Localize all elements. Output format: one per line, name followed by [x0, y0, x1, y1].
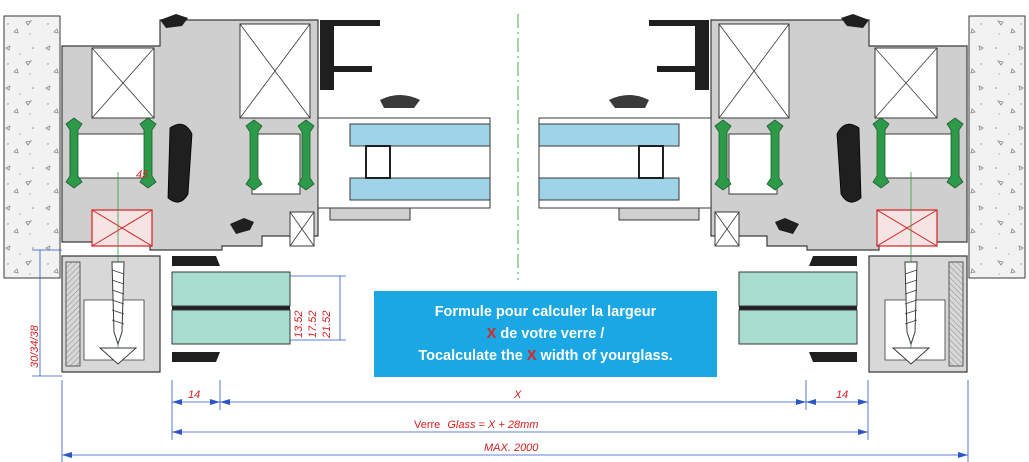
glass-formula: Glass = X + 28mm — [447, 419, 538, 431]
thickness-label-3: 21.52 — [321, 310, 333, 339]
max-width-label: MAX. 2000 — [484, 442, 539, 454]
height-dimension: 30/34/38 — [29, 249, 62, 377]
thickness-label-2: 17.52 — [307, 310, 319, 338]
x-width-label: X — [513, 389, 522, 401]
note-line-3-post: width of yourglass. — [536, 348, 673, 364]
angle-label: 45 — [136, 169, 149, 181]
thickness-label-1: 13.52 — [293, 310, 305, 338]
left-offset-label: 14 — [188, 389, 200, 401]
note-line-2-text: de votre verre / — [496, 326, 605, 342]
formula-note: Formule pour calculer la largeur X de vo… — [374, 291, 717, 377]
note-line-3-pre: Tocalculate the — [418, 348, 527, 364]
note-line-3: Tocalculate the X width of yourglass. — [374, 345, 717, 367]
note-x-1: X — [486, 326, 497, 342]
note-line-2: X de votre verre / — [374, 323, 717, 345]
glass-formula-label: Verre Glass = X + 28mm — [414, 419, 538, 431]
right-offset-label: 14 — [836, 389, 848, 401]
height-label: 30/34/38 — [29, 324, 41, 368]
x-width-dimension — [61, 380, 969, 462]
note-x-2: X — [526, 348, 537, 364]
note-line-1: Formule pour calculer la largeur — [434, 304, 657, 320]
glass-prefix: Verre — [414, 419, 440, 431]
thickness-dimension: 13.52 17.52 21.52 — [290, 275, 346, 341]
